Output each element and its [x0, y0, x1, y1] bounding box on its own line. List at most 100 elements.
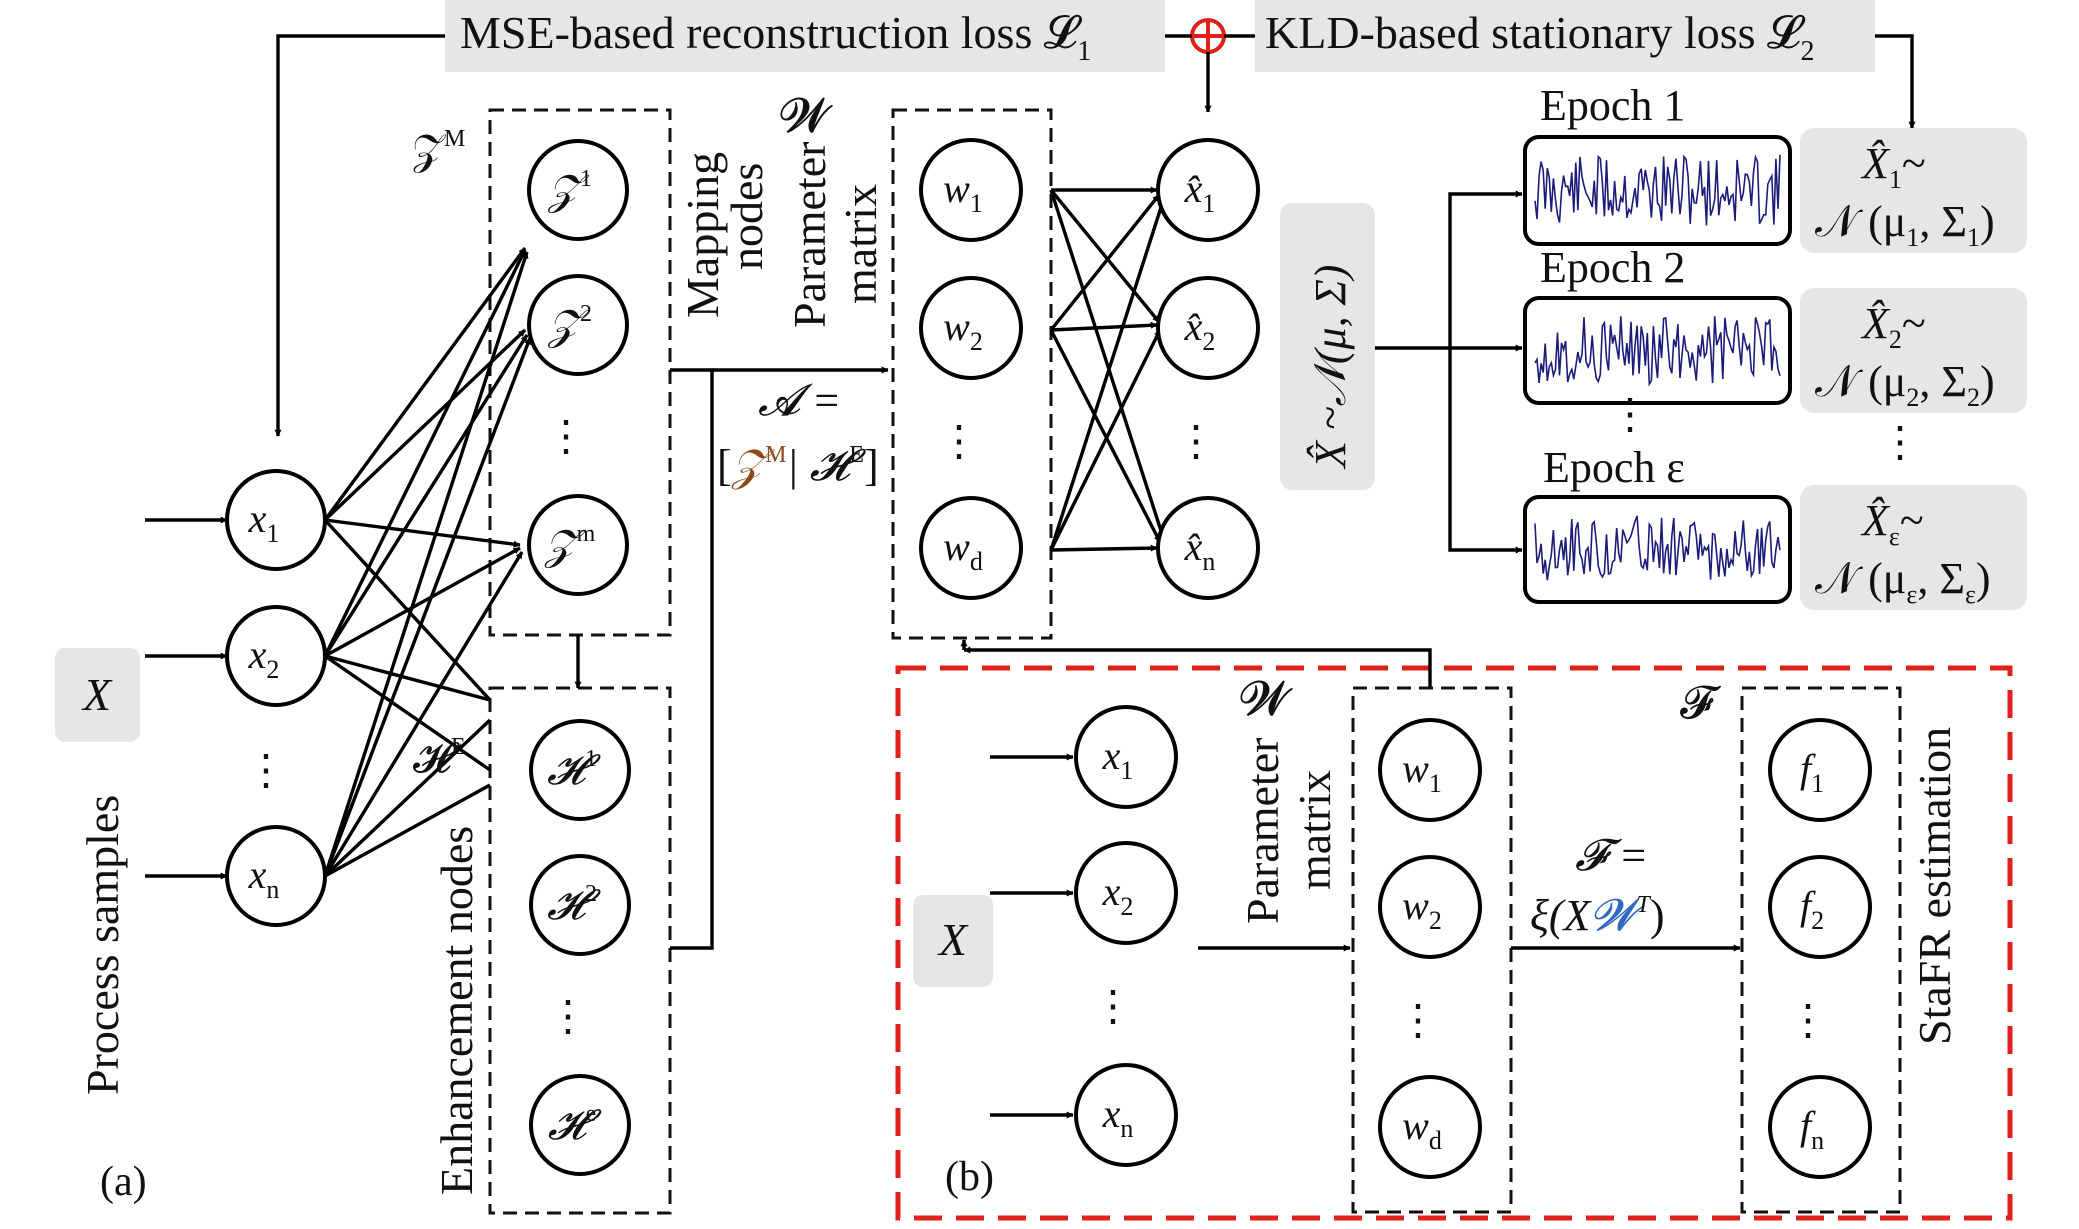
enhancement-node-he: 𝓗e: [529, 1074, 631, 1176]
param-matrix-label-line1: Parameter: [784, 142, 835, 328]
svg-text:w2: w2: [1402, 883, 1442, 935]
branch-epoch1-arrow: [1448, 190, 1523, 348]
b-weight-node-w1: w1: [1378, 718, 1482, 822]
svg-text:x2: x2: [248, 632, 280, 684]
mapping-node-z1: 𝒵1: [527, 139, 629, 241]
b-param-matrix-box: [1351, 686, 1513, 1214]
epoch1-label: Epoch 1: [1540, 81, 1685, 130]
loss2-label: KLD-based stationary loss 𝓛2: [1265, 7, 1815, 67]
epoch2-label: Epoch 2: [1540, 243, 1685, 292]
svg-text:wd: wd: [943, 524, 983, 576]
dist-epoch3-top: X̂ε~: [1860, 496, 1924, 551]
dist-epoch2-top: X̂2~: [1860, 299, 1926, 354]
svg-text:xn: xn: [248, 852, 280, 904]
x-input-box: [55, 648, 140, 742]
svg-text:x1: x1: [248, 496, 280, 548]
enhancement-node-h1: 𝓗1: [529, 719, 631, 821]
epoch-ellipsis: ⋮: [1609, 392, 1651, 438]
mapping-node-z2: 𝒵2: [527, 274, 629, 376]
b-weight-node-wd: wd: [1378, 1075, 1482, 1179]
input-node-x1: x1: [225, 469, 327, 571]
output-node-x2hat: x̂2: [1156, 276, 1260, 380]
loss1-label: MSE-based reconstruction loss 𝓛1: [460, 7, 1091, 67]
branch-epoch3-arrow: [1448, 348, 1523, 554]
x-input-label: X: [81, 669, 113, 720]
loss1-feedback-arrow: [274, 34, 445, 437]
mapping-node-zm: 𝒵m: [527, 494, 629, 596]
b-param-matrix-label-line1: Parameter: [1237, 738, 1288, 924]
svg-text:wd: wd: [1402, 1103, 1442, 1155]
panel-a-tag: (a): [100, 1159, 147, 1205]
concat-bracket-line: [670, 368, 714, 950]
input-ellipsis: ⋮: [245, 748, 287, 794]
mapping-nodes-label-line2: nodes: [721, 163, 772, 270]
dist-epoch1-top: X̂1~: [1860, 139, 1926, 194]
svg-text:x1: x1: [1102, 733, 1134, 785]
input-enhancement-edges: [323, 518, 492, 878]
loss1-box: [445, 0, 1165, 72]
svg-text:x̂1: x̂1: [1184, 166, 1216, 218]
enhancement-nodes-label: Enhancement nodes: [431, 826, 482, 1195]
sum-icon: [1190, 18, 1226, 54]
svg-text:x̂2: x̂2: [1184, 304, 1216, 356]
feature-node-f2: f2: [1768, 855, 1872, 959]
b-input-node-xn: xn: [1074, 1063, 1178, 1167]
b-weight-ellipsis: ⋮: [1397, 998, 1439, 1044]
epoch2-signal-box: [1523, 296, 1792, 405]
svg-text:f1: f1: [1800, 746, 1824, 798]
feature-set-label: 𝓕: [1680, 677, 1722, 728]
mapping-nodes-label-line1: Mapping: [677, 152, 728, 318]
panel-b-x-label: X: [937, 914, 969, 965]
param-matrix-label-line2: matrix: [835, 184, 886, 304]
dist-epoch1-bottom: 𝒩 (μ1, Σ1): [1815, 197, 1995, 252]
b-input-node-x2: x2: [1074, 841, 1178, 945]
enhancement-node-h2: 𝓗2: [529, 854, 631, 956]
feature-node-f1: f1: [1768, 718, 1872, 822]
f-equation-top: 𝓕 =: [1575, 831, 1648, 880]
weight-node-wd: wd: [919, 496, 1023, 600]
epoch1-signal: [1534, 154, 1781, 226]
input-node-x2: x2: [225, 605, 327, 707]
stafr-estimation-label: StaFR estimation: [1909, 727, 1960, 1045]
b-param-set-label: 𝓦: [1240, 673, 1293, 726]
enhancement-ellipsis: ⋮: [547, 994, 589, 1040]
dist-epoch3-box: [1800, 485, 2027, 610]
shared-weights-link: [963, 646, 1432, 688]
input-node-xn: xn: [225, 825, 327, 927]
panel-b-frame: [895, 665, 2013, 1221]
weight-ellipsis: ⋮: [938, 419, 980, 465]
b-input-ellipsis: ⋮: [1092, 984, 1134, 1030]
epoch3-signal: [1534, 515, 1781, 581]
process-samples-label: Process samples: [77, 795, 128, 1095]
panel-b-tag: (b): [945, 1154, 994, 1200]
svg-text:x̂n: x̂n: [1184, 524, 1216, 576]
mapping-nodes-box: [488, 108, 672, 637]
feature-node-fn: fn: [1768, 1075, 1872, 1179]
param-set-label: 𝓦: [780, 90, 833, 143]
dist-epoch1-box: [1800, 128, 2027, 253]
svg-text:w1: w1: [1402, 746, 1442, 798]
weight-node-w2: w2: [919, 276, 1023, 380]
enhancement-set-label: 𝓗E: [413, 734, 466, 782]
f-equation-bottom: ξ(X𝓦T): [1530, 891, 1665, 940]
b-input-node-x1: x1: [1074, 705, 1178, 809]
weight-output-edges: [1049, 186, 1166, 552]
dist-epoch3-bottom: 𝒩 (με, Σε): [1815, 554, 1991, 609]
dist-epoch2-box: [1800, 288, 2027, 413]
a-equation-top: 𝓐 =: [758, 376, 841, 425]
dist-ellipsis: ⋮: [1879, 420, 1921, 466]
input-mapping-edges: [323, 246, 532, 877]
output-ellipsis: ⋮: [1175, 419, 1217, 465]
loss2-box: [1255, 0, 1875, 72]
a-equation-bottom: [𝒵M| 𝓗E]: [717, 441, 879, 490]
loss2-to-dist-arrow: [1875, 34, 1916, 129]
svg-text:x2: x2: [1102, 869, 1134, 921]
panel-b-x-box: [913, 895, 993, 987]
epoch3-label: Epoch ε: [1543, 443, 1685, 492]
param-matrix-box: [891, 108, 1053, 640]
output-node-xnhat: x̂n: [1156, 496, 1260, 600]
epoch2-signal: [1534, 316, 1781, 387]
feature-ellipsis: ⋮: [1787, 998, 1829, 1044]
b-param-matrix-label-line2: matrix: [1289, 770, 1340, 890]
